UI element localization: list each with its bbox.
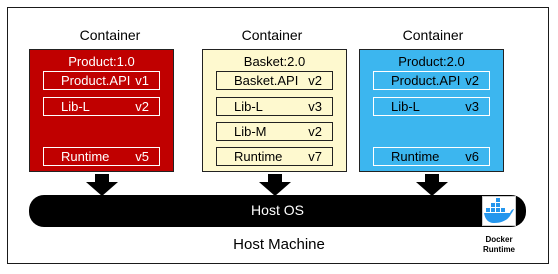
layer-label: Runtime (61, 149, 110, 164)
container-product-2-0: Product:2.0 Product.API v2 Lib-L v3 Runt… (359, 49, 504, 172)
layer-product-api: Product.API v1 (43, 71, 160, 90)
layer-version: v1 (135, 73, 149, 88)
layer-runtime: Runtime v6 (373, 147, 490, 166)
layer-version: v2 (135, 99, 149, 114)
layer-label: Basket.API (234, 73, 299, 88)
layer-lib-l: Lib-L v3 (373, 97, 490, 116)
layer-label: Runtime (234, 149, 283, 164)
layer-version: v6 (465, 149, 479, 164)
down-arrow-icon (416, 174, 448, 196)
layer-version: v7 (308, 149, 322, 164)
layer-version: v3 (308, 99, 322, 114)
container-name: Basket:2.0 (243, 54, 306, 69)
layer-label: Lib-L (234, 99, 263, 114)
layer-basket-api: Basket.API v2 (216, 71, 333, 90)
container-title-2: Container (241, 27, 303, 43)
docker-label-line2: Runtime (483, 245, 515, 254)
layer-label: Runtime (391, 149, 440, 164)
layer-version: v3 (465, 99, 479, 114)
layer-version: v5 (135, 149, 149, 164)
down-arrow-icon (86, 174, 118, 196)
down-arrow-icon (259, 174, 291, 196)
layer-runtime: Runtime v7 (216, 147, 333, 166)
container-title-1: Container (79, 27, 141, 43)
container-name: Product:2.0 (398, 54, 465, 69)
layer-label: Lib-L (61, 99, 90, 114)
docker-label-line1: Docker (485, 235, 513, 244)
container-basket-2-0: Basket:2.0 Basket.API v2 Lib-L v3 Lib-M … (202, 49, 347, 172)
layer-label: Lib-L (391, 99, 420, 114)
layer-lib-l: Lib-L v3 (216, 97, 333, 116)
layer-version: v2 (308, 124, 322, 139)
docker-runtime-label: Docker Runtime (470, 235, 528, 255)
layer-lib-l: Lib-L v2 (43, 97, 160, 116)
layer-label: Product.API (391, 73, 461, 88)
layer-version: v2 (465, 73, 479, 88)
container-title-3: Container (402, 27, 464, 43)
layer-product-api: Product.API v2 (373, 71, 490, 90)
layer-lib-m: Lib-M v2 (216, 122, 333, 141)
layer-label: Lib-M (234, 124, 267, 139)
host-os-label: Host OS (251, 202, 304, 218)
container-product-1-0: Product:1.0 Product.API v1 Lib-L v2 Runt… (29, 49, 174, 172)
docker-whale-icon (482, 196, 516, 226)
host-machine-label: Host Machine (233, 236, 325, 253)
host-os-bar: Host OS (29, 195, 526, 227)
layer-label: Product.API (61, 73, 131, 88)
layer-runtime: Runtime v5 (43, 147, 160, 166)
container-name: Product:1.0 (68, 54, 135, 69)
layer-version: v2 (308, 73, 322, 88)
